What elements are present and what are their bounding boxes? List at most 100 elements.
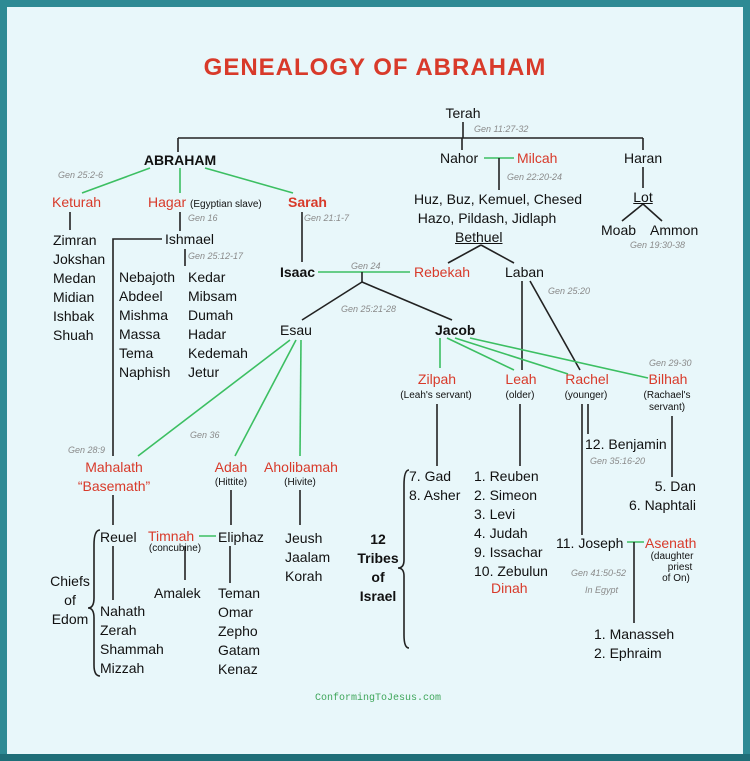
tribe-name: 6. Naphtali xyxy=(629,497,696,513)
son-name: Omar xyxy=(218,604,253,620)
bottom-strip xyxy=(0,754,750,761)
chiefs-label-line: Chiefs xyxy=(50,573,90,589)
ref-bilhah: Gen 29-30 xyxy=(649,358,692,368)
aholibamah-sons: Jeush Jaalam Korah xyxy=(285,529,330,586)
chiefs-label-line: Edom xyxy=(51,611,89,627)
son-name: Mizzah xyxy=(100,660,145,676)
son-name: Zerah xyxy=(100,622,137,638)
tribe-name: 8. Asher xyxy=(409,487,461,503)
person-adah: Adah xyxy=(214,459,248,475)
son-name: Zimran xyxy=(53,232,97,248)
person-mahalath: Mahalath xyxy=(85,459,143,475)
tribe-name: 10. Zebulun xyxy=(474,563,548,579)
person-timnah: Timnah xyxy=(148,528,195,544)
chart-frame xyxy=(7,7,743,754)
ref-lot: Gen 19:30-38 xyxy=(630,240,686,250)
tribe-name: 2. Simeon xyxy=(474,487,538,503)
son-name: Massa xyxy=(119,326,161,342)
eliphaz-sons: Teman Omar Zepho Gatam Kenaz xyxy=(218,584,260,679)
hagar-note: (Egyptian slave) xyxy=(190,199,262,210)
tribes-label-line: 12 xyxy=(370,531,386,547)
ref-benjamin: Gen 35:16-20 xyxy=(590,456,646,466)
person-isaac: Isaac xyxy=(280,264,316,280)
joseph-sons: 1. Manasseh 2. Ephraim xyxy=(594,625,674,663)
son-name: Korah xyxy=(285,568,323,584)
person-zilpah: Zilpah xyxy=(417,371,457,387)
son-name: Jeush xyxy=(285,530,323,546)
footer-credit: ConformingToJesus.com xyxy=(314,693,442,704)
nahor-children-1: Huz, Buz, Kemuel, Chesed xyxy=(413,191,583,207)
ref-joseph: Gen 41:50-52 xyxy=(571,568,627,578)
keturah-sons: Zimran Jokshan Medan Midian Ishbak Shuah xyxy=(53,231,105,345)
bilhah-note-2: servant) xyxy=(648,402,686,413)
aholibamah-note: (Hivite) xyxy=(284,477,316,488)
person-asenath: Asenath xyxy=(645,535,697,551)
ref-nahor: Gen 22:20-24 xyxy=(507,172,563,182)
tribe-name: 9. Issachar xyxy=(474,544,543,560)
person-rebekah: Rebekah xyxy=(414,264,471,280)
person-jacob: Jacob xyxy=(435,322,476,338)
ishmael-sons-col1: Nebajoth Abdeel Mishma Massa Tema Naphis… xyxy=(119,268,175,382)
son-name: Kenaz xyxy=(218,661,258,677)
son-name: Hadar xyxy=(188,326,227,342)
tribes-label-line: Tribes xyxy=(357,550,399,566)
son-name: Jaalam xyxy=(285,549,331,565)
ref-laban: Gen 25:20 xyxy=(548,286,591,296)
person-rachel: Rachel xyxy=(565,371,609,387)
son-name: Midian xyxy=(53,289,95,305)
son-name: Mishma xyxy=(119,307,169,323)
leah-sons: 1. Reuben 2. Simeon 3. Levi 4. Judah 9. … xyxy=(474,467,548,581)
person-abraham: ABRAHAM xyxy=(143,152,217,168)
person-reuel: Reuel xyxy=(100,529,137,545)
person-dinah: Dinah xyxy=(491,580,528,596)
person-leah: Leah xyxy=(505,371,537,387)
person-nahor: Nahor xyxy=(440,150,479,166)
person-basemath: “Basemath” xyxy=(77,478,151,494)
zilpah-note: (Leah's servant) xyxy=(400,390,472,401)
person-sarah: Sarah xyxy=(288,194,327,210)
ref-esau: Gen 36 xyxy=(190,430,220,440)
tribes-label-line: Israel xyxy=(359,588,397,604)
person-aholibamah: Aholibamah xyxy=(264,459,338,475)
chiefs-label-line: of xyxy=(64,592,76,608)
zilpah-sons: 7. Gad 8. Asher xyxy=(409,467,460,505)
tribe-name: 1. Reuben xyxy=(474,468,539,484)
person-lot: Lot xyxy=(633,189,653,205)
person-laban: Laban xyxy=(505,264,544,280)
person-bilhah: Bilhah xyxy=(648,371,688,387)
bilhah-sons: 5. Dan 6. Naphtali xyxy=(629,477,696,515)
adah-note: (Hittite) xyxy=(214,477,248,488)
son-name: Nebajoth xyxy=(119,269,176,285)
son-name: Kedemah xyxy=(188,345,248,361)
son-name: Ishbak xyxy=(53,308,95,324)
person-hagar-group: Hagar (Egyptian slave) xyxy=(148,194,262,211)
person-ishmael: Ishmael xyxy=(165,231,215,247)
son-name: Mibsam xyxy=(188,288,238,304)
son-name: Shammah xyxy=(100,641,164,657)
person-terah: Terah xyxy=(445,105,481,121)
asenath-note-3: of On) xyxy=(662,573,690,584)
person-keturah: Keturah xyxy=(52,194,102,210)
in-egypt-label: In Egypt xyxy=(585,585,619,595)
ref-ishmael: Gen 25:12-17 xyxy=(188,251,244,261)
son-name: Medan xyxy=(53,270,96,286)
son-name: 2. Ephraim xyxy=(594,645,662,661)
chiefs-label: Chiefs of Edom xyxy=(50,572,90,629)
son-name: Jetur xyxy=(188,364,220,380)
son-name: Tema xyxy=(119,345,154,361)
person-benjamin: 12. Benjamin xyxy=(585,436,667,452)
son-name: Abdeel xyxy=(119,288,163,304)
person-haran: Haran xyxy=(624,150,663,166)
son-name: Nahath xyxy=(100,603,146,619)
ref-sarah: Gen 21:1-7 xyxy=(304,213,350,223)
tribe-name: 4. Judah xyxy=(474,525,528,541)
reuel-sons: Nahath Zerah Shammah Mizzah xyxy=(100,602,164,678)
tribes-label: 12 Tribes of Israel xyxy=(357,530,398,606)
ishmael-sons-col2: Kedar Mibsam Dumah Hadar Kedemah Jetur xyxy=(188,268,248,382)
tribes-label-line: of xyxy=(371,569,385,585)
ref-abraham: Gen 25:2-6 xyxy=(58,170,104,180)
leah-note: (older) xyxy=(505,390,535,401)
person-milcah: Milcah xyxy=(517,150,558,166)
